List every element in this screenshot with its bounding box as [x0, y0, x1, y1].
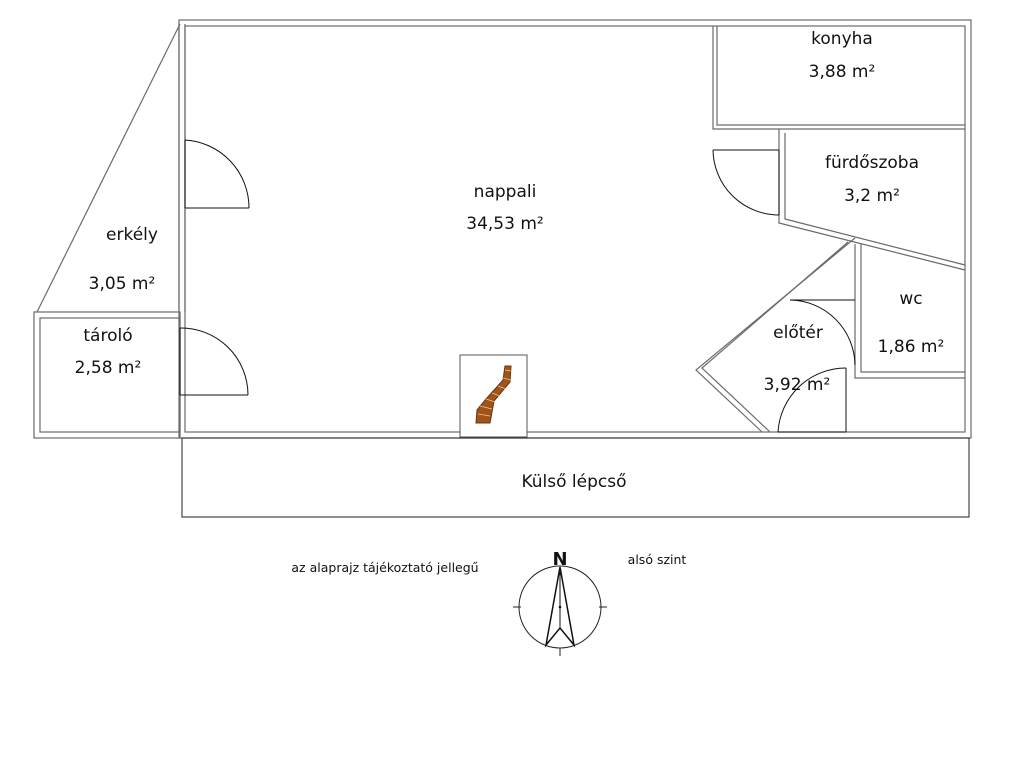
room-furdoszoba-area: 3,2 m² [844, 186, 900, 206]
room-tarolo-area: 2,58 m² [75, 358, 142, 378]
external-stairs-label: Külső lépcső [521, 472, 626, 492]
kitchen-wall-outer [712, 26, 965, 130]
hall-walls [695, 237, 965, 433]
hall-wall-inner [701, 241, 849, 433]
room-konyha-area: 3,88 m² [809, 62, 876, 82]
wc-wall-inner [860, 244, 965, 373]
room-erkely-name: erkély [106, 225, 158, 245]
door-bathroom [712, 149, 780, 216]
room-nappali-name: nappali [474, 182, 537, 202]
bathroom-wall-inner [784, 133, 966, 266]
door-storage [179, 327, 249, 396]
level-note: alsó szint [628, 552, 687, 567]
compass-north-label: N [552, 549, 567, 570]
kitchen-walls [712, 26, 965, 130]
doors [179, 139, 856, 433]
balcony-diagonal-wall [36, 23, 181, 313]
compass-icon: N [513, 549, 607, 656]
room-nappali-area: 34,53 m² [466, 214, 543, 234]
main-outer-wall [178, 19, 972, 439]
kitchen-wall-inner [716, 26, 965, 126]
disclaimer-note: az alaprajz tájékoztató jellegű [291, 560, 478, 575]
stairs-icon [459, 354, 528, 438]
door-balcony [184, 139, 250, 209]
room-erkely-area: 3,05 m² [89, 274, 156, 294]
room-furdoszoba-name: fürdőszoba [825, 153, 919, 173]
door-wc [789, 299, 856, 366]
room-eloter-name: előtér [773, 323, 823, 343]
room-konyha-name: konyha [811, 29, 873, 49]
wc-wall-outer [854, 244, 965, 379]
room-wc-name: wc [899, 289, 922, 309]
door-entrance [777, 367, 847, 433]
room-tarolo-name: tároló [83, 326, 132, 346]
main-inner-wall [184, 25, 966, 433]
room-wc-area: 1,86 m² [878, 337, 945, 357]
external-stairs [181, 437, 970, 518]
room-eloter-area: 3,92 m² [764, 375, 831, 395]
